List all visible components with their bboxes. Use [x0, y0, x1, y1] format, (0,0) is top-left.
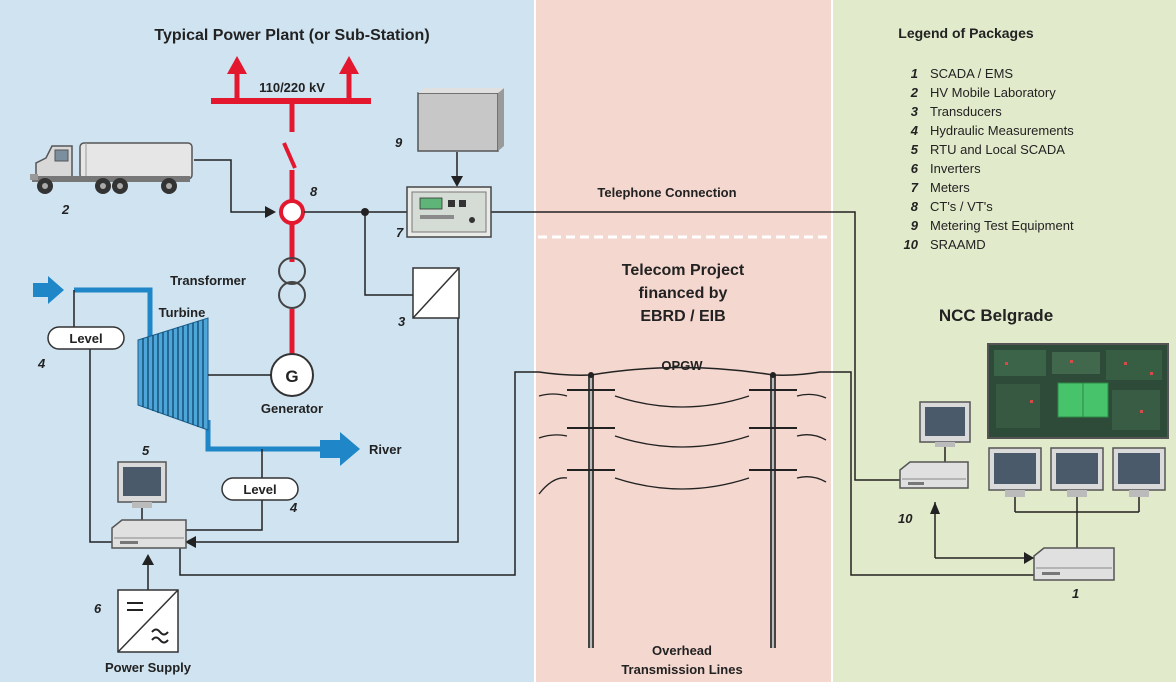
- level-label-lower: Level: [243, 482, 276, 497]
- legend-label: Transducers: [930, 104, 1002, 119]
- arrow-right-icon: [1024, 552, 1034, 564]
- legend-num: 5: [911, 142, 919, 157]
- truck-icon: [30, 142, 193, 194]
- voltage-label: 110/220 kV: [259, 80, 325, 95]
- package-number-2: 2: [61, 202, 70, 217]
- legend-title: Legend of Packages: [898, 25, 1034, 41]
- package-number-5: 5: [142, 443, 150, 458]
- arrow-right-icon: [265, 206, 276, 218]
- overhead-label-line1: Overhead: [652, 643, 712, 658]
- legend-label: Hydraulic Measurements: [930, 123, 1074, 138]
- package-number-9: 9: [395, 135, 403, 150]
- legend-label: Metering Test Equipment: [930, 218, 1074, 233]
- river-label: River: [369, 442, 402, 457]
- rtu-computer-icon: [111, 461, 187, 549]
- turbine-label: Turbine: [159, 305, 206, 320]
- busbar-assembly: 110/220 kV G: [211, 56, 371, 397]
- legend-label: Inverters: [930, 161, 981, 176]
- legend-label: SCADA / EMS: [930, 66, 1013, 81]
- overhead-label-line2: Transmission Lines: [621, 662, 742, 677]
- telecom-zone: [535, 0, 832, 682]
- scada-ems-server-icon: [1033, 547, 1115, 581]
- meter-icon: [406, 186, 492, 238]
- arrow-up-icon: [930, 502, 940, 514]
- ncc-zone: [832, 0, 1176, 682]
- inverter-icon: [117, 589, 179, 653]
- water-pipe-inlet: [74, 287, 153, 340]
- telecom-title-line1: Telecom Project: [622, 262, 745, 279]
- legend-num: 10: [904, 237, 919, 252]
- legend-label: HV Mobile Laboratory: [930, 85, 1056, 100]
- busbar: [211, 98, 371, 104]
- operator-monitor-icon: [1112, 447, 1166, 497]
- package-number-6: 6: [94, 601, 102, 616]
- disconnect-switch: [282, 142, 297, 169]
- legend-label: SRAAMD: [930, 237, 986, 252]
- transformer-label: Transformer: [170, 273, 246, 288]
- package-number-8: 8: [310, 184, 318, 199]
- legend-label: RTU and Local SCADA: [930, 142, 1065, 157]
- transducer-icon: [412, 267, 460, 319]
- transformer-coil-icon: [278, 281, 306, 309]
- generator-label: Generator: [261, 401, 323, 416]
- telecom-title-line3: EBRD / EIB: [640, 308, 725, 325]
- package-number-10: 10: [898, 511, 913, 526]
- transformer-coil-icon: [278, 257, 306, 285]
- arrow-up-icon: [142, 554, 154, 565]
- legend-num: 7: [911, 180, 919, 195]
- arrow-left-icon: [185, 536, 196, 548]
- generator-symbol: G: [285, 367, 298, 386]
- legend-num: 4: [910, 123, 919, 138]
- package-number-1: 1: [1072, 586, 1079, 601]
- water-flow: [33, 276, 360, 466]
- ct-vt-ring-icon: [279, 199, 305, 225]
- legend-num: 6: [911, 161, 919, 176]
- opgw-label: OPGW: [661, 358, 703, 373]
- ncc-title: NCC Belgrade: [939, 306, 1053, 325]
- legend-num: 2: [910, 85, 919, 100]
- package-number-7: 7: [396, 225, 404, 240]
- tower-top-node: [588, 372, 594, 378]
- plant-title: Typical Power Plant (or Sub-Station): [154, 27, 429, 44]
- river-arrow-icon: [320, 432, 360, 466]
- sraamd-workstation-icon: [899, 401, 971, 489]
- package-number-4b: 4: [289, 500, 298, 515]
- level-sensor-upper: [47, 326, 125, 350]
- legend-num: 3: [911, 104, 919, 119]
- package-number-3: 3: [398, 314, 406, 329]
- arrow-up-icon: [227, 56, 247, 74]
- telephone-connection-label: Telephone Connection: [597, 185, 736, 200]
- turbine-icon: [137, 317, 209, 431]
- level-label-upper: Level: [69, 331, 102, 346]
- junction-dot: [361, 208, 369, 216]
- tower-top-node: [770, 372, 776, 378]
- operator-monitor-icon: [988, 447, 1042, 497]
- arrow-down-icon: [451, 176, 463, 187]
- telecom-title-line2: financed by: [639, 285, 728, 302]
- transmission-towers: [538, 366, 827, 648]
- water-inlet-arrow-icon: [33, 276, 64, 304]
- metering-test-equipment-icon: [417, 88, 504, 152]
- control-room-wall-display: [987, 343, 1169, 439]
- legend-label: Meters: [930, 180, 970, 195]
- operator-monitor-icon: [1050, 447, 1104, 497]
- arrow-up-icon: [339, 56, 359, 74]
- signal-wiring: [73, 152, 1140, 590]
- power-supply-label: Power Supply: [105, 660, 192, 675]
- legend-num: 9: [911, 218, 919, 233]
- legend: 1 SCADA / EMS 2 HV Mobile Laboratory 3 T…: [904, 66, 1075, 252]
- legend-num: 8: [911, 199, 919, 214]
- package-number-4a: 4: [37, 356, 46, 371]
- level-sensor-lower: [221, 477, 299, 501]
- legend-label: CT's / VT's: [930, 199, 993, 214]
- legend-num: 1: [911, 66, 918, 81]
